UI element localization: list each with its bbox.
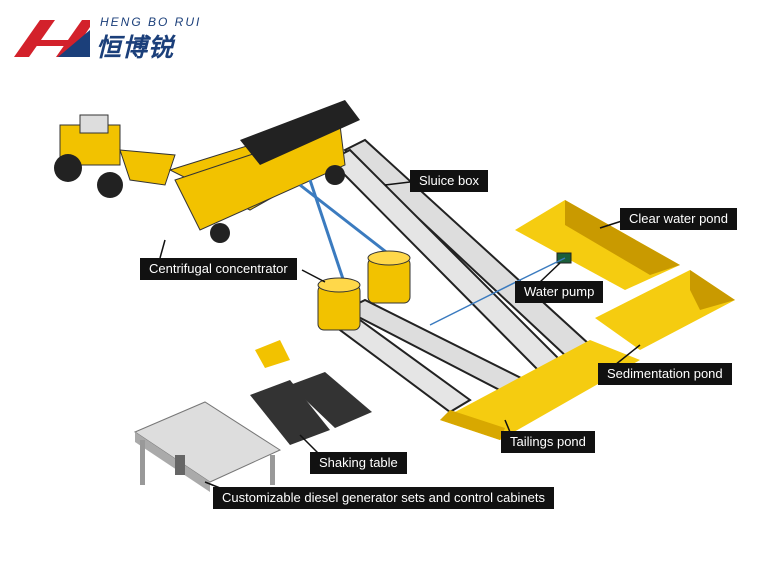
label-sluice-box: Sluice box	[410, 170, 488, 192]
label-generator: Customizable diesel generator sets and c…	[213, 487, 555, 509]
label-sedimentation-pond: Sedimentation pond	[598, 363, 732, 385]
label-water-pump: Water pump	[515, 281, 604, 303]
brand-name-en: HENG BO RUI	[100, 15, 202, 29]
water-pump	[429, 252, 572, 326]
label-clear-water-pond: Clear water pond	[620, 208, 737, 230]
brand-name-cn: 恒博锐	[96, 34, 175, 62]
label-shaking-table: Shaking table	[310, 452, 407, 474]
logo-mark	[14, 20, 90, 57]
clear-water-pond	[515, 200, 680, 290]
centrifugal-concentrators	[317, 250, 411, 331]
trommel-plant	[168, 100, 391, 286]
tailings-pond	[440, 340, 640, 440]
sluice-boxes	[328, 138, 592, 414]
shaking-tables	[250, 340, 372, 445]
generator-shelter	[133, 401, 282, 492]
label-centrifugal-concentrator: Centrifugal concentrator	[140, 258, 297, 280]
loader	[54, 114, 176, 198]
label-tailings-pond: Tailings pond	[501, 431, 595, 453]
sedimentation-pond	[595, 270, 735, 350]
